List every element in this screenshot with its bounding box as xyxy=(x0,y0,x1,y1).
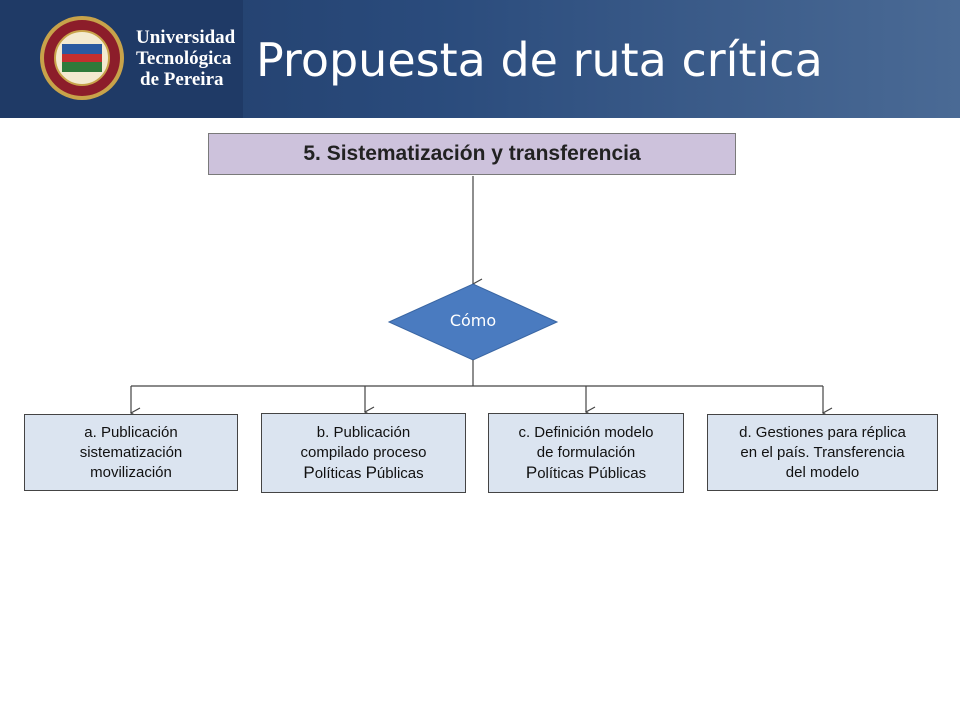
child-b-line-2: compilado proceso xyxy=(300,443,427,461)
child-d-line-3: del modelo xyxy=(785,463,860,481)
university-name-line-3: de Pereira xyxy=(140,69,224,90)
child-a-line-3: movilización xyxy=(90,463,172,481)
child-node-a: a. Publicación sistematización movilizac… xyxy=(24,414,238,491)
child-a-line-1: a. Publicación xyxy=(84,423,178,441)
child-d-line-1: d. Gestiones para réplica xyxy=(739,423,906,441)
child-b-line-3: Políticas Públicas xyxy=(303,462,424,482)
child-c-line-2: de formulación xyxy=(536,443,636,461)
university-seal-icon xyxy=(40,16,124,100)
university-name-line-1: Universidad xyxy=(136,27,236,48)
decision-diamond xyxy=(387,283,559,361)
child-d-line-2: en el país. Transferencia xyxy=(740,443,905,461)
child-node-c: c. Definición modelo de formulación Polí… xyxy=(488,413,684,493)
child-c-line-1: c. Definición modelo xyxy=(518,423,654,441)
child-c-line-3: Políticas Públicas xyxy=(525,462,647,482)
child-b-line-1: b. Publicación xyxy=(316,423,411,441)
page-title: Propuesta de ruta crítica xyxy=(256,33,823,87)
child-node-d: d. Gestiones para réplica en el país. Tr… xyxy=(707,414,938,491)
university-name-line-2: Tecnológica xyxy=(136,48,232,69)
child-a-line-2: sistematización xyxy=(79,443,183,461)
child-node-b: b. Publicación compilado proceso Polític… xyxy=(261,413,466,493)
top-node: 5. Sistematización y transferencia xyxy=(208,133,736,175)
university-name: Universidad Tecnológica de Pereira xyxy=(136,27,235,90)
decision-node-label: Cómo xyxy=(449,311,497,330)
